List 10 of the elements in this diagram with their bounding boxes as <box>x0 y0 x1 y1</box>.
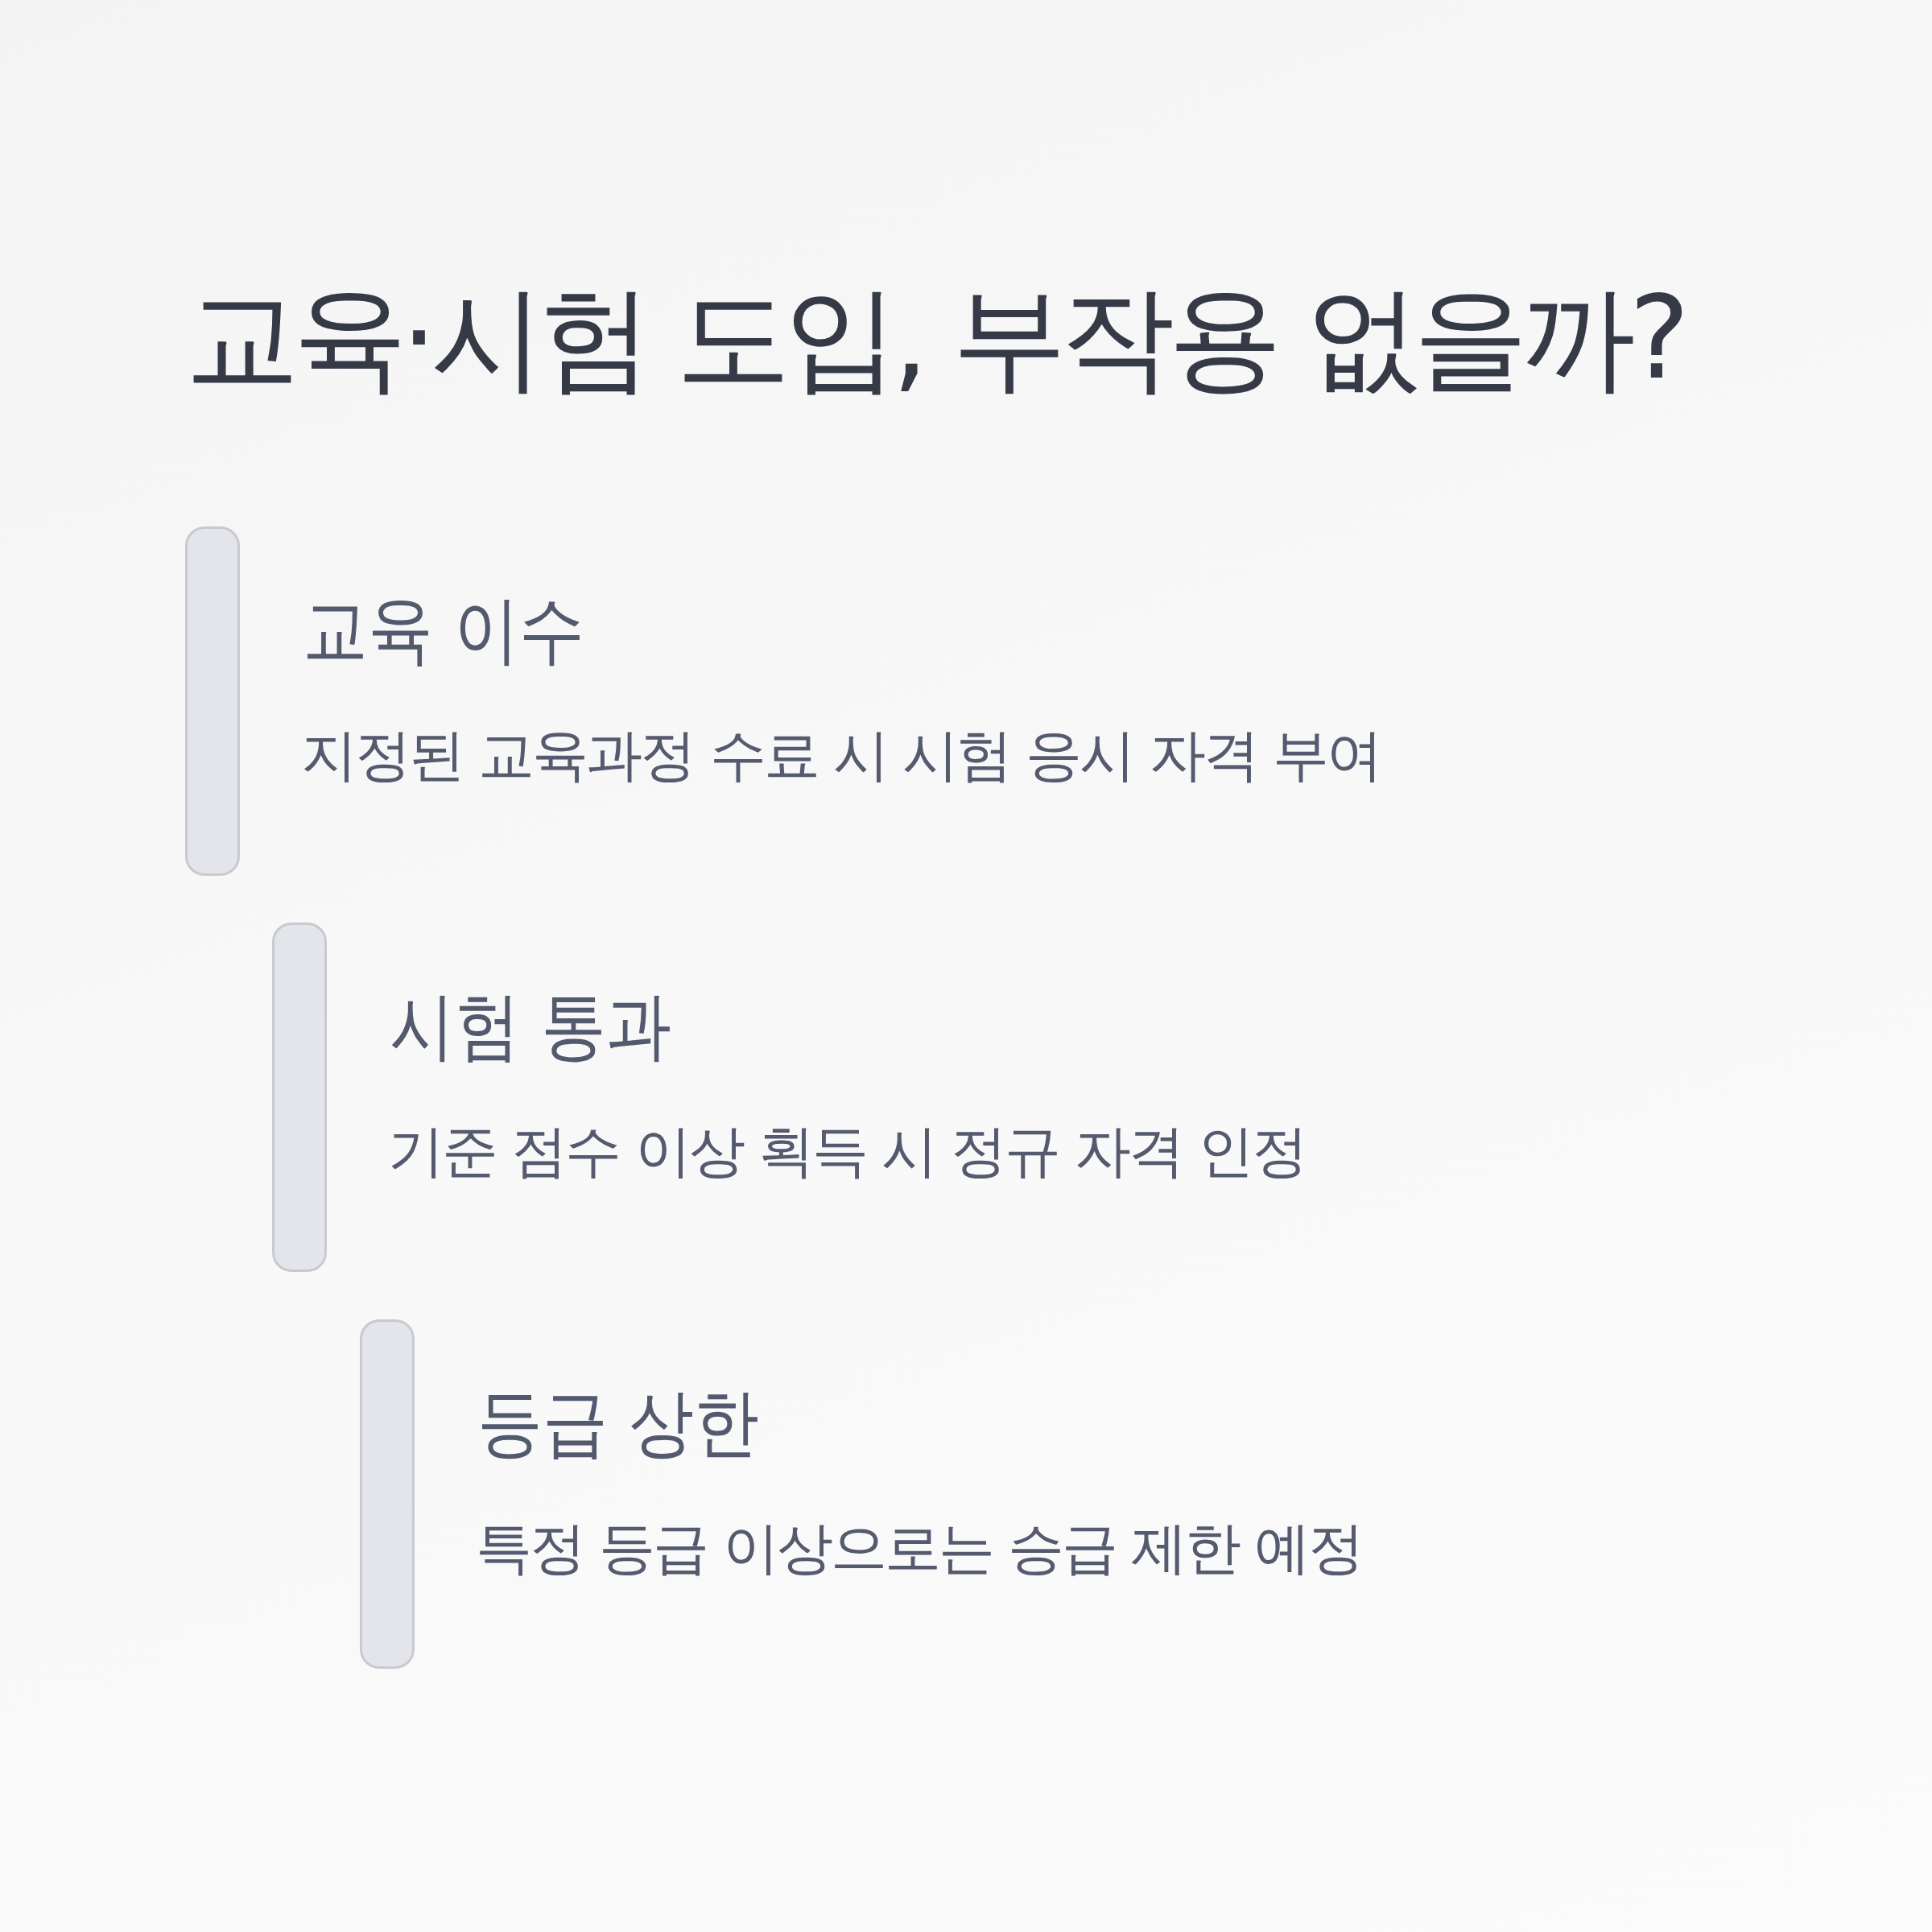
step-description: 특정 등급 이상으로는 승급 제한 예정 <box>476 1514 1364 1582</box>
step-heading: 교육 이수 <box>303 588 584 673</box>
step-bar <box>185 526 240 876</box>
step-bar <box>360 1319 415 1669</box>
step-heading: 시험 통과 <box>390 984 671 1069</box>
title: 교육·시험 도입, 부작용 없을까? <box>185 272 1685 404</box>
step-heading: 등급 상한 <box>477 1381 759 1466</box>
step-bar <box>272 923 327 1272</box>
step-description: 기준 점수 이상 획득 시 정규 자격 인정 <box>388 1117 1307 1185</box>
step-description: 지정된 교육과정 수료 시 시험 응시 자격 부여 <box>301 721 1381 789</box>
